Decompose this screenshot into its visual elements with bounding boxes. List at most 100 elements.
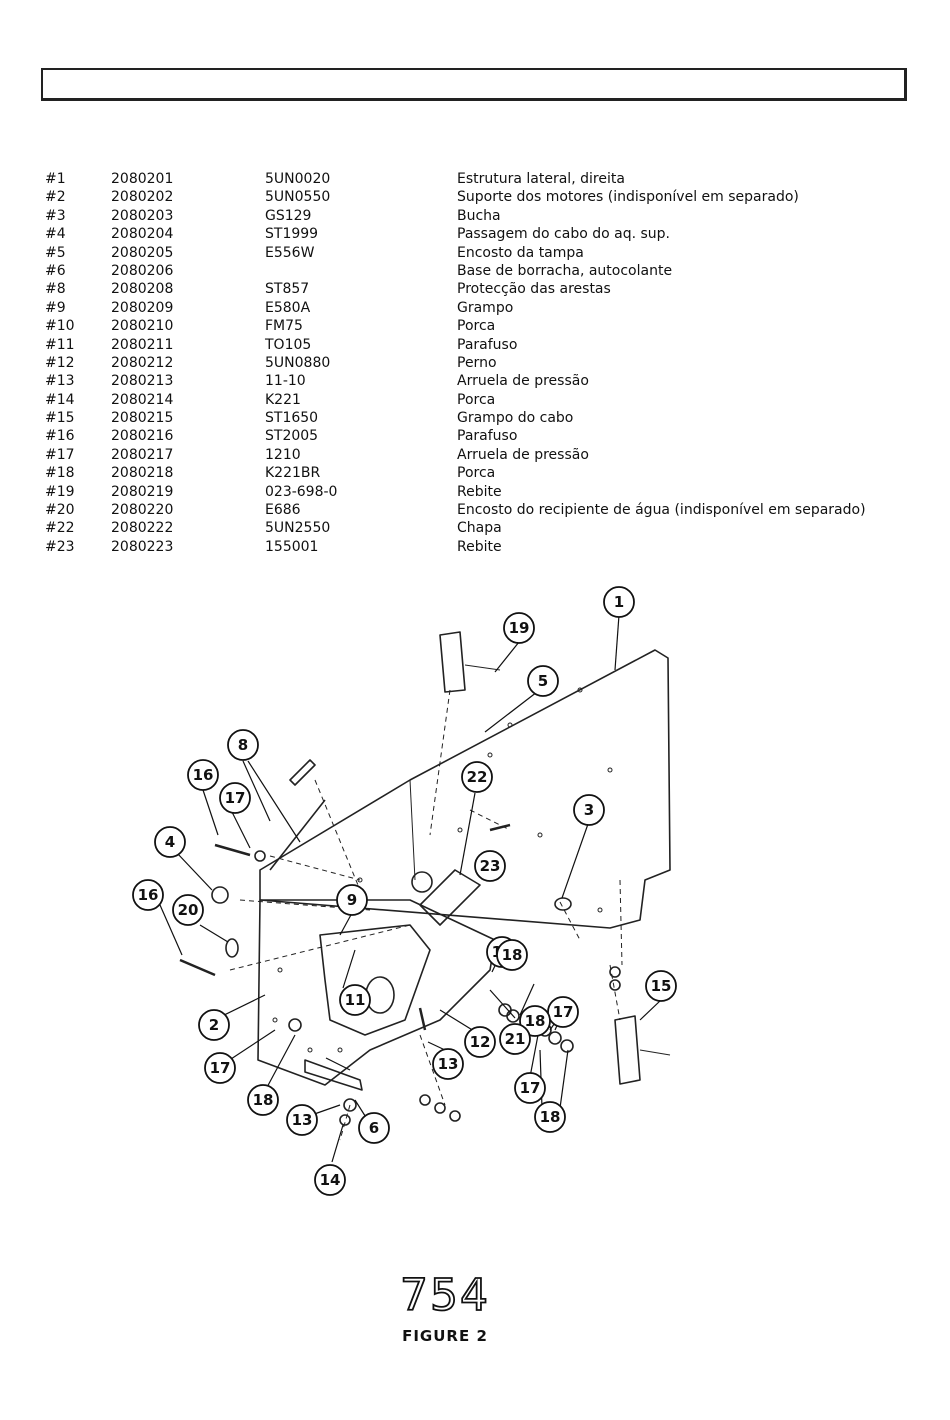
callout-8: 8 [227, 729, 259, 761]
callout-label: 20 [178, 901, 199, 919]
part-code: 5UN0880 [265, 354, 331, 371]
callout-12: 12 [464, 1026, 496, 1058]
diagram-svg: 1234568911121313141516161717171717181818… [132, 586, 677, 1196]
callout-label: 17 [210, 1059, 231, 1077]
callout-circle [314, 1164, 346, 1196]
header-box [41, 68, 907, 101]
callout-label: 17 [520, 1079, 541, 1097]
part-id: 2080203 [111, 207, 174, 224]
callout-label: 13 [292, 1111, 313, 1129]
part-number-ref: #14 [45, 391, 75, 408]
callout-18: 18 [496, 939, 528, 971]
part-description: Base de borracha, autocolante [457, 262, 673, 279]
part-description: Porca [457, 391, 496, 408]
part-description: Encosto da tampa [457, 244, 584, 261]
part-code: ST857 [265, 281, 310, 298]
part-number-ref: #9 [45, 299, 66, 316]
callout-circle [358, 1112, 390, 1144]
part-id: 2080205 [111, 244, 174, 261]
callout-label: 22 [467, 768, 488, 786]
callout-22: 22 [461, 761, 493, 793]
callout-label: 17 [225, 789, 246, 807]
part-number-ref: #23 [45, 538, 75, 555]
callout-18: 18 [247, 1084, 279, 1116]
callout-label: 12 [470, 1033, 491, 1051]
part-id: 2080210 [111, 318, 174, 335]
callout-label: 5 [538, 672, 548, 690]
part-id: 2080217 [111, 446, 174, 463]
callout-18: 18 [519, 1005, 551, 1037]
callout-circle [534, 1101, 566, 1133]
callout-label: 8 [238, 736, 248, 754]
callout-17: 17 [219, 782, 251, 814]
callout-circle [474, 850, 506, 882]
callout-circle [499, 1023, 531, 1055]
callout-20: 20 [172, 894, 204, 926]
part-number-ref: #16 [45, 428, 75, 445]
callout-label: 18 [502, 946, 523, 964]
callout-2: 2 [198, 1009, 230, 1041]
callout-4: 4 [154, 826, 186, 858]
callout-6: 6 [358, 1112, 390, 1144]
callout-1: 1 [603, 586, 635, 618]
part-id: 2080206 [111, 262, 174, 279]
part-code: 5UN0550 [265, 189, 331, 206]
part-number-ref: #22 [45, 520, 75, 537]
page-number: 754 [399, 1269, 490, 1322]
part-description: Grampo do cabo [457, 410, 574, 427]
callout-label: 15 [651, 977, 672, 995]
part-id: 2080218 [111, 465, 174, 482]
callout-label: 23 [480, 857, 501, 875]
exploded-parts-diagram: 1234568911121313141516161717171717181818… [110, 580, 710, 1220]
part-description: Parafuso [457, 336, 518, 353]
callout-circle [247, 1084, 279, 1116]
part-number-ref: #18 [45, 465, 75, 482]
callout-15: 15 [645, 970, 677, 1002]
part-id: 2080222 [111, 520, 174, 537]
part-code: E686 [265, 502, 301, 519]
part-number-ref: #5 [45, 244, 66, 261]
callout-19: 19 [503, 612, 535, 644]
part-number-ref: #4 [45, 226, 66, 243]
callout-label: 11 [345, 991, 366, 1009]
callout-label: 6 [369, 1119, 379, 1137]
part-id: 2080208 [111, 281, 174, 298]
callout-circle [603, 586, 635, 618]
part-code: 155001 [265, 538, 319, 555]
part-description: Porca [457, 318, 496, 335]
part-description: Rebite [457, 538, 502, 555]
callout-circle [514, 1072, 546, 1104]
callout-circle [645, 970, 677, 1002]
part-code: E580A [265, 299, 311, 316]
callout-9: 9 [336, 884, 368, 916]
part-description: Arruela de pressão [457, 446, 589, 463]
callout-circle [464, 1026, 496, 1058]
part-code: GS129 [265, 207, 312, 224]
callout-13: 13 [286, 1104, 318, 1136]
part-description: Arruela de pressão [457, 373, 589, 390]
part-description: Porca [457, 465, 496, 482]
callout-14: 14 [314, 1164, 346, 1196]
part-id: 2080215 [111, 410, 174, 427]
callout-label: 13 [438, 1055, 459, 1073]
part-number-ref: #11 [45, 336, 75, 353]
callout-circle [198, 1009, 230, 1041]
part-code: 5UN2550 [265, 520, 331, 537]
callout-label: 19 [509, 619, 530, 637]
part-number-ref: #12 [45, 354, 75, 371]
part-description: Protecção das arestas [457, 281, 611, 298]
callout-circle [519, 1005, 551, 1037]
part-id: 2080216 [111, 428, 174, 445]
part-id: 2080220 [111, 502, 174, 519]
callout-label: 17 [553, 1003, 574, 1021]
callout-11: 11 [339, 984, 371, 1016]
